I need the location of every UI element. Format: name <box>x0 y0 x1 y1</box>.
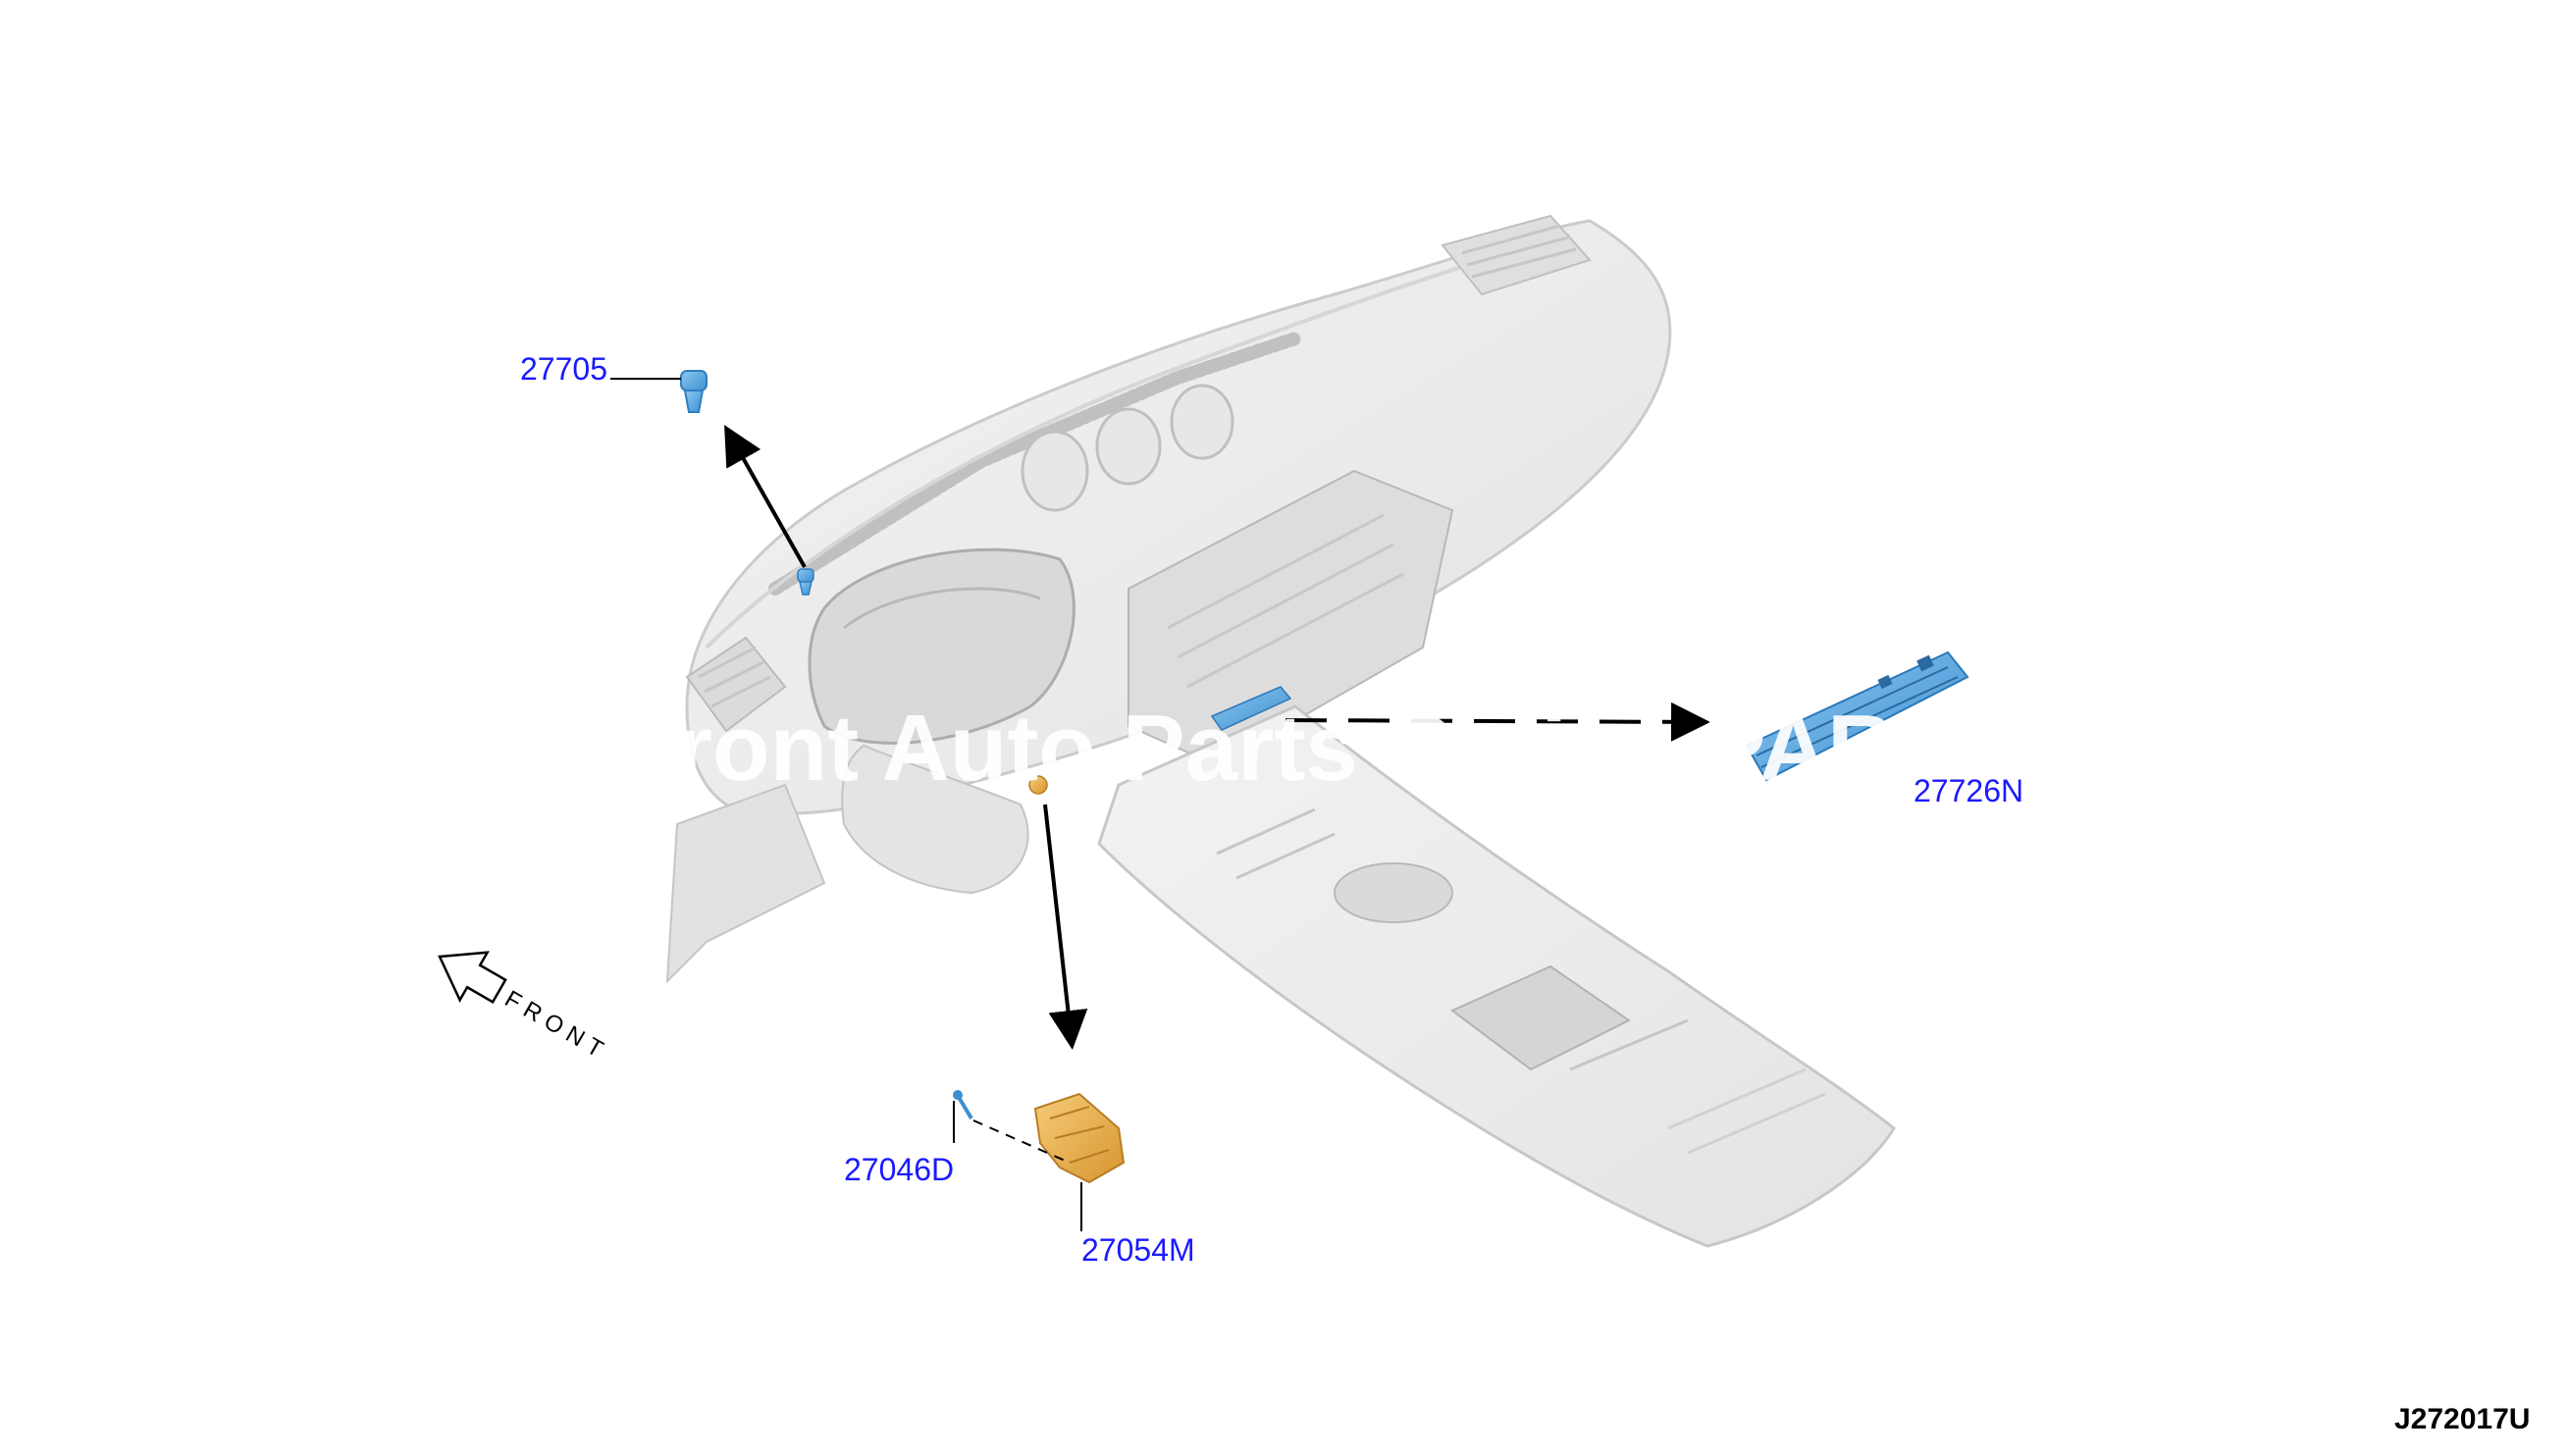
left-vent <box>685 636 787 733</box>
dash-upper-edge <box>705 234 1571 650</box>
center-console <box>1097 704 1896 1248</box>
part-label-27054m[interactable]: 27054M <box>1081 1232 1195 1268</box>
front-arrow-icon <box>438 951 507 1004</box>
part-27054m-installed <box>1028 775 1048 795</box>
defroster-vent <box>768 332 1302 596</box>
part-27726n-installed <box>1210 686 1292 731</box>
part-27705-installed <box>797 568 814 596</box>
part-label-27705[interactable]: 27705 <box>520 351 607 387</box>
arrow-27054m <box>1043 804 1088 1050</box>
dashboard-assembly <box>665 214 1896 1248</box>
front-label: FRONT <box>500 986 613 1066</box>
diagram-code: J272017U <box>2394 1403 2531 1435</box>
arrow-27726n <box>1285 702 1710 742</box>
center-stack <box>1128 469 1454 767</box>
gauge-pod-1 <box>1021 430 1089 512</box>
part-label-27726n[interactable]: 27726N <box>1914 773 2024 808</box>
console-cupholder <box>1334 862 1453 923</box>
steering-column <box>841 744 1029 895</box>
arrows <box>610 378 1710 1231</box>
console-storage <box>1450 964 1631 1071</box>
part-27726n-control-unit[interactable] <box>1745 650 1969 782</box>
gauge-pod-3 <box>1170 384 1234 460</box>
gauge-pod-2 <box>1095 407 1162 486</box>
front-direction-indicator: FRONT <box>438 951 613 1066</box>
part-27046d-screw[interactable] <box>953 1090 973 1120</box>
part-27054m-unit[interactable] <box>1033 1092 1126 1184</box>
instrument-cluster <box>808 547 1075 745</box>
part-label-27046d[interactable]: 27046D <box>844 1152 955 1187</box>
part-27705-sensor[interactable] <box>680 370 708 413</box>
knee-panel <box>665 783 826 984</box>
arrow-27705 <box>724 425 807 568</box>
